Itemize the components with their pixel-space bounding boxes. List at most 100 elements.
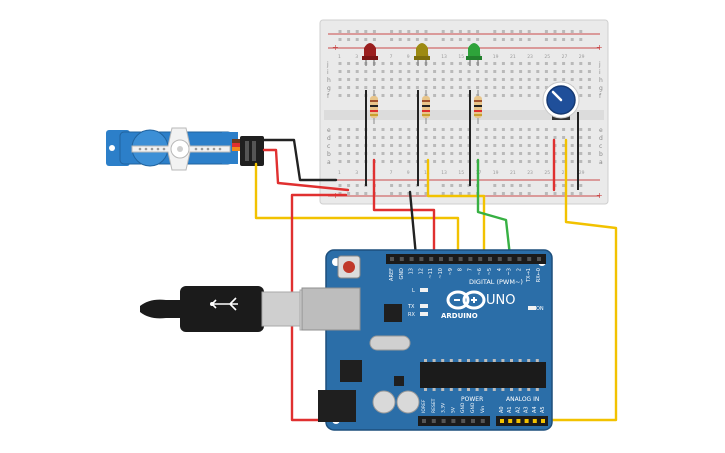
tx-led-label: TX	[407, 304, 415, 310]
rail-plus-label-bottom-right: +	[596, 191, 603, 200]
power-pin-label: GND	[460, 402, 466, 413]
column-number: 21	[510, 170, 516, 176]
board-model-label: UNO	[486, 293, 515, 308]
wire-gnd	[408, 190, 418, 258]
row-letter-right: c	[599, 143, 602, 150]
digital-pin-label: 12	[418, 268, 424, 274]
column-number: 19	[493, 54, 499, 60]
column-number: 13	[441, 170, 447, 176]
resistor-1[interactable]	[370, 90, 378, 124]
row-letter-right: j	[598, 61, 601, 68]
digital-pin-label: 13	[409, 268, 415, 274]
board-brand-label: ARDUINO	[441, 312, 478, 320]
row-letter-right: a	[599, 159, 603, 166]
power-pin-label: Vin	[480, 406, 486, 413]
power-pin-label: 5V	[450, 406, 456, 413]
servo-motor[interactable]	[106, 127, 242, 171]
digital-pin-label: AREF	[389, 268, 395, 281]
rail-plus-label-top-right: +	[596, 43, 603, 52]
wire-pot-signal	[502, 138, 618, 422]
row-letter-left: h	[327, 77, 331, 84]
wire-servo-gnd	[262, 138, 338, 182]
row-letter-left: a	[327, 159, 331, 166]
analog-pin-label: A5	[540, 406, 546, 413]
led-red[interactable]	[362, 43, 378, 66]
column-number: 9	[407, 54, 410, 60]
column-number: 21	[510, 54, 516, 60]
wire-led-green	[476, 158, 512, 258]
arduino-uno-board[interactable]: UNO ARDUINO DIGITAL (PWM~) ON L TX RX PO…	[301, 249, 553, 431]
row-letter-left: c	[327, 143, 330, 150]
rx-led-label: RX	[408, 312, 415, 318]
digital-pin-label: 4	[497, 268, 503, 271]
analog-pin-label: A3	[524, 406, 530, 413]
column-number: 1	[338, 170, 341, 176]
digital-pin-label: RX←0	[536, 268, 542, 282]
on-led-label: ON	[536, 306, 544, 312]
l-led-label: L	[412, 288, 415, 294]
digital-pin-label: ~6	[477, 268, 483, 275]
row-letter-right: b	[599, 151, 603, 158]
wire-led-yellow	[426, 158, 486, 258]
column-number: 13	[441, 54, 447, 60]
analog-pin-label: A1	[507, 406, 513, 413]
led-green[interactable]	[466, 43, 482, 66]
column-number: 25	[544, 54, 550, 60]
wire-servo-vcc	[262, 148, 350, 192]
row-letter-left: i	[327, 69, 329, 76]
column-number: 23	[527, 54, 533, 60]
wire-servo-signal	[254, 162, 460, 258]
row-letter-right: h	[599, 77, 603, 84]
servo-connector[interactable]	[240, 136, 264, 166]
atmega-pins	[424, 359, 539, 391]
analog-header-label: ANALOG IN	[506, 396, 539, 403]
header-pin-holes	[390, 257, 545, 423]
digital-pin-label: 2	[516, 268, 522, 271]
digital-header-label: DIGITAL (PWM~)	[469, 278, 523, 286]
column-number: 29	[579, 170, 585, 176]
row-letter-left: e	[327, 127, 331, 134]
resistor-2[interactable]	[422, 90, 430, 124]
analog-pin-label: A0	[499, 406, 505, 413]
column-number: 15	[458, 170, 464, 176]
digital-pin-label: 8	[458, 268, 464, 271]
power-pin-label: GND	[470, 402, 476, 413]
column-number: 3	[355, 170, 358, 176]
analog-pin-label: A4	[532, 406, 538, 413]
column-number: 19	[493, 170, 499, 176]
wires	[254, 90, 618, 422]
row-letter-right: f	[599, 93, 602, 100]
potentiometer[interactable]	[542, 81, 580, 120]
row-letter-left: d	[327, 135, 331, 142]
analog-pin-label: A2	[515, 406, 521, 413]
power-pin-label: IOREF	[421, 399, 427, 413]
column-number: 29	[579, 54, 585, 60]
row-letter-left: j	[326, 61, 329, 68]
column-number: 7	[390, 170, 393, 176]
row-letter-left: f	[327, 93, 330, 100]
row-letter-right: g	[599, 85, 603, 92]
digital-pin-label: ~9	[448, 268, 454, 275]
digital-pin-label: GND	[399, 268, 405, 280]
digital-pin-label: 7	[467, 268, 473, 271]
digital-pin-label: ~3	[507, 268, 513, 275]
digital-pin-label: ~10	[438, 268, 444, 279]
row-letter-left: g	[327, 85, 331, 92]
column-number: 25	[544, 170, 550, 176]
led-yellow[interactable]	[414, 43, 430, 66]
column-number: 3	[355, 54, 358, 60]
column-number: 15	[458, 54, 464, 60]
rail-plus-label-top-left: +	[332, 43, 339, 52]
arduino-logo-icon	[446, 290, 486, 310]
row-letter-left: b	[327, 151, 331, 158]
resistor-3[interactable]	[474, 90, 482, 124]
power-pin-label: 3.3V	[441, 402, 447, 413]
column-number: 1	[338, 54, 341, 60]
row-letter-right: e	[599, 127, 603, 134]
